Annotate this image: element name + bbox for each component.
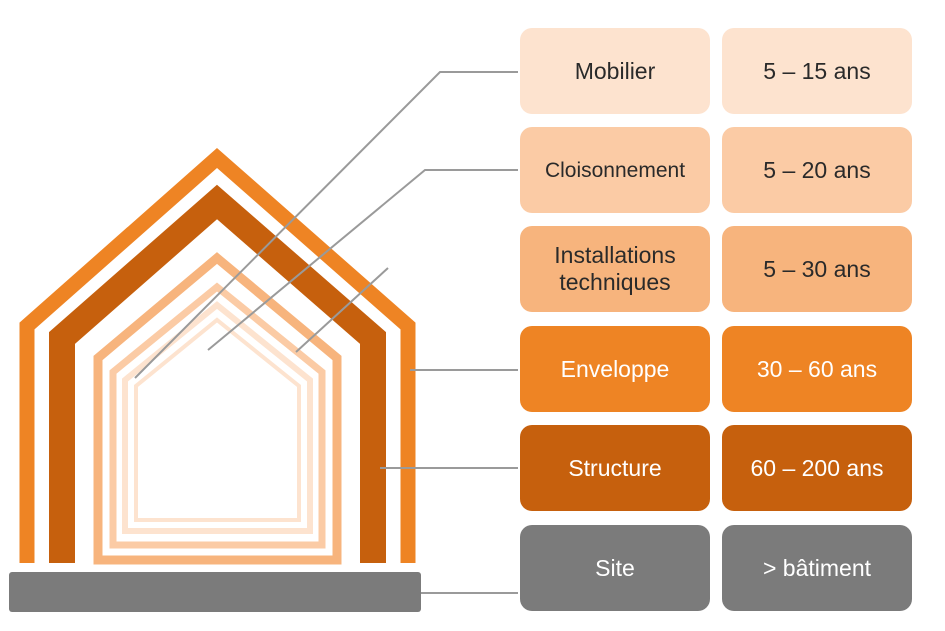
leader-line-installations bbox=[295, 267, 389, 353]
enveloppe-outline bbox=[19, 148, 416, 563]
structure-outline bbox=[49, 184, 386, 563]
leader-line-mobilier bbox=[134, 71, 518, 379]
layer-name-enveloppe: Enveloppe bbox=[520, 326, 710, 412]
layer-name-installations-techniques: Installations techniques bbox=[520, 226, 710, 312]
layer-lifespan-installations-techniques: 5 – 30 ans bbox=[722, 226, 912, 312]
layer-name-site: Site bbox=[520, 525, 710, 611]
layer-lifespan-mobilier: 5 – 15 ans bbox=[722, 28, 912, 114]
mobilier-outline-outer bbox=[122, 301, 313, 534]
leader-lines bbox=[134, 71, 518, 594]
installations-outline bbox=[93, 252, 342, 565]
layer-lifespan-cloisonnement: 5 – 20 ans bbox=[722, 127, 912, 213]
layer-lifespan-enveloppe: 30 – 60 ans bbox=[722, 326, 912, 412]
layer-lifespan-structure: 60 – 200 ans bbox=[722, 425, 912, 511]
layer-name-cloisonnement: Cloisonnement bbox=[520, 127, 710, 213]
site-base bbox=[9, 572, 421, 612]
layer-lifespan-site: > bâtiment bbox=[722, 525, 912, 611]
cloisonnement-outline bbox=[109, 282, 326, 549]
layer-name-structure: Structure bbox=[520, 425, 710, 511]
mobilier-outline-inner bbox=[134, 317, 301, 522]
leader-line-cloisonnement bbox=[207, 169, 518, 351]
layer-name-mobilier: Mobilier bbox=[520, 28, 710, 114]
